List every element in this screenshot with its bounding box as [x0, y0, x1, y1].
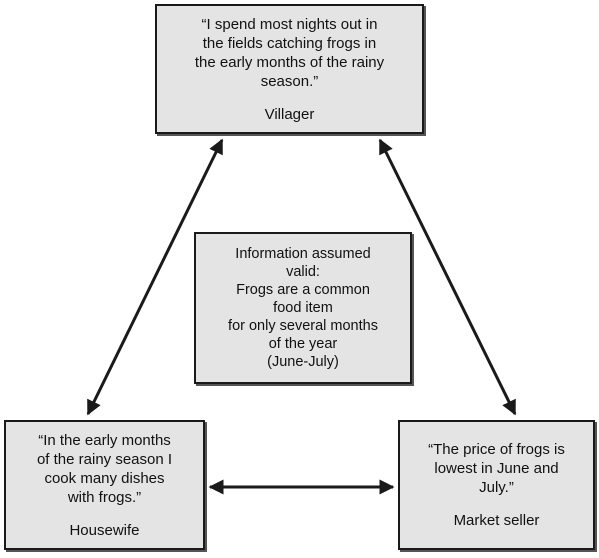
housewife-quote: “In the early months of the rainy season…: [36, 431, 173, 506]
market-seller-box: “The price of frogs is lowest in June an…: [398, 420, 595, 550]
villager-quote: “I spend most nights out in the fields c…: [194, 15, 385, 90]
market-seller-label: Market seller: [453, 512, 540, 529]
villager-box: “I spend most nights out in the fields c…: [155, 4, 424, 134]
assumption-box: Information assumed valid: Frogs are a c…: [194, 232, 412, 384]
market-seller-quote: “The price of frogs is lowest in June an…: [428, 441, 565, 496]
arrow-villager-market-seller: [378, 138, 517, 416]
arrow-villager-housewife: [86, 138, 224, 416]
villager-label: Villager: [264, 105, 315, 123]
housewife-label: Housewife: [69, 521, 140, 539]
assumption-text: Information assumed valid: Frogs are a c…: [228, 246, 378, 370]
housewife-box: “In the early months of the rainy season…: [4, 420, 205, 550]
